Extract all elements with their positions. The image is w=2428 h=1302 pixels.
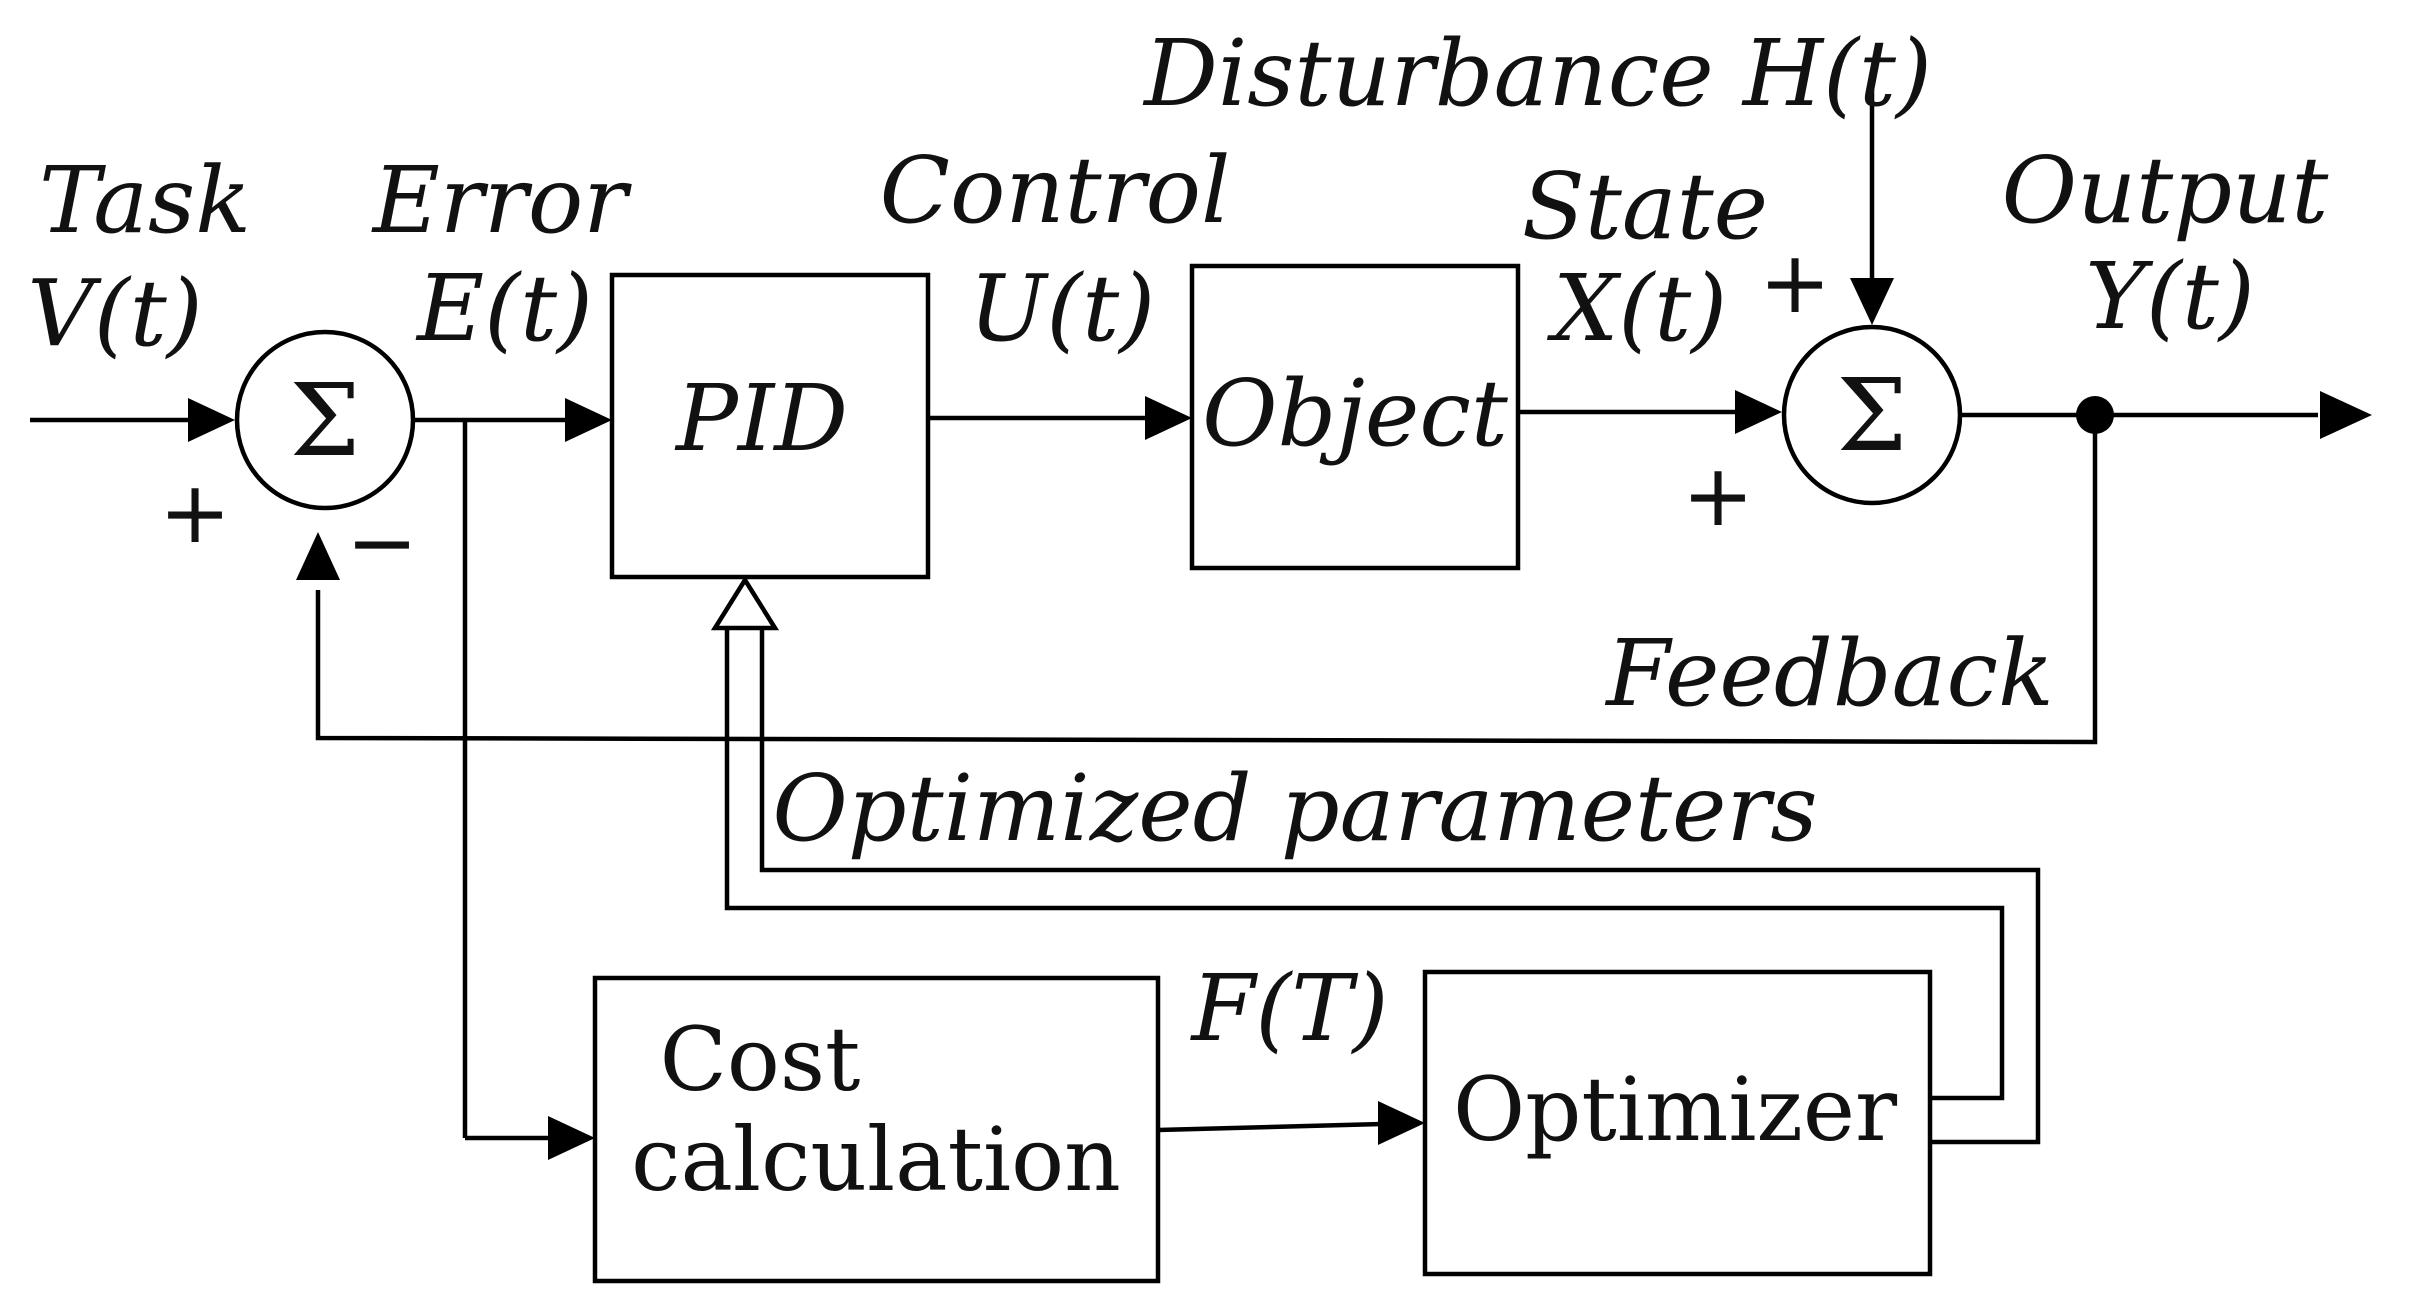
output-label: Output [2002,137,2330,244]
optimized-params-inner-line [724,628,2005,1101]
cost-block-label-line2: calculation [631,1108,1121,1211]
object-block: Object [1189,263,1521,571]
control-arrowhead [1145,396,1192,440]
pid-block-label: PID [674,365,848,472]
control-label: Control [880,137,1231,244]
task-signal-label: V(t) [27,260,202,367]
error-signal-label: E(t) [415,255,593,362]
feedback-label: Feedback [1604,620,2054,727]
cost-calculation-block: Cost calculation [592,975,1161,1284]
left-summer-symbol: Σ [290,362,361,479]
right-summer-plus-bottom-sign: + [1682,446,1754,546]
feedback-arrowhead [296,532,340,580]
pid-block: PID [609,272,931,580]
optimized-params-arrowhead [710,575,780,631]
state-arrowhead [1735,390,1782,434]
cost-input-arrowhead [548,1116,595,1160]
error-arrowhead [565,398,612,442]
input-arrowhead [188,398,235,442]
right-summer-symbol: Σ [1837,357,1908,474]
object-block-label: Object [1202,360,1509,467]
optimizer-block: Optimizer [1422,969,1933,1277]
right-summing-junction: Σ [1781,324,1963,506]
left-summer-minus-sign: − [346,493,418,593]
disturbance-arrowhead [1850,278,1894,325]
disturbance-label: Disturbance H(t) [1142,20,1932,127]
optimizer-block-label: Optimizer [1453,1058,1898,1161]
optimized-parameters-label: Optimized parameters [772,755,1817,862]
cost-output-arrowhead [1378,1101,1425,1145]
cost-block-label-line1: Cost [660,1008,861,1111]
cost-signal-label: F(T) [1190,955,1389,1062]
optimized-params-outer-line [759,628,2041,1145]
left-summing-junction: Σ [234,329,416,511]
cost-output-line [1157,1121,1383,1133]
left-summer-plus-sign: + [159,463,231,563]
output-arrowhead [2320,391,2372,439]
task-label: Task [39,147,251,254]
state-signal-label: X(t) [1547,255,1727,362]
output-signal-label: Y(t) [2085,243,2255,350]
feedback-line [315,415,2098,745]
state-label: State [1522,153,1768,260]
right-summer-plus-top-sign: + [1759,233,1831,333]
error-label: Error [371,147,633,254]
control-signal-label: U(t) [969,255,1155,362]
